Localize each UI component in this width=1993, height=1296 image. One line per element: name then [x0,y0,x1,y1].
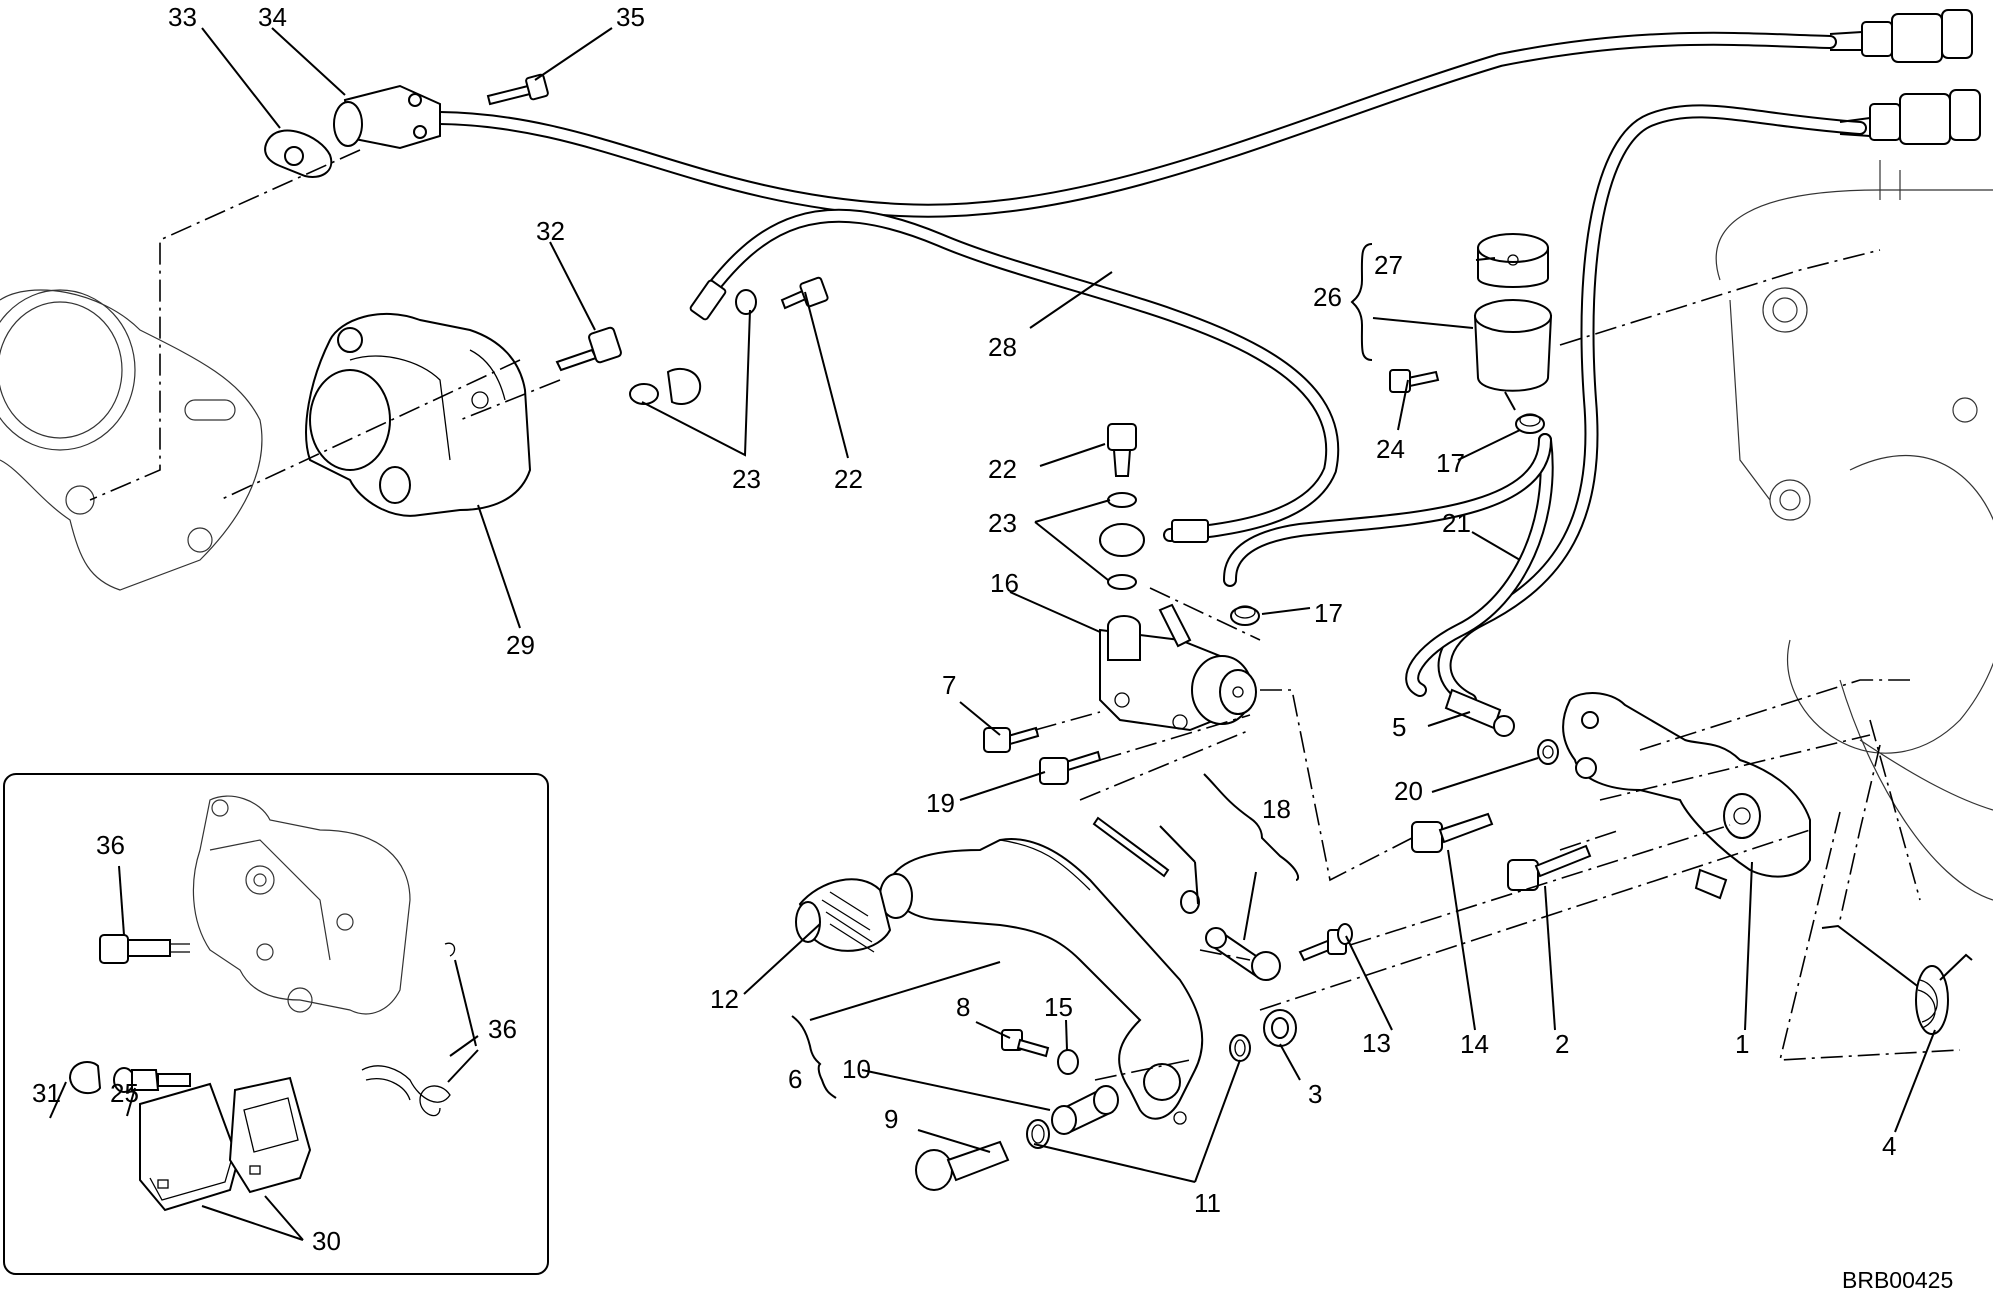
callout-22-master: 22 [988,454,1017,484]
assembly-lines [89,149,1961,1081]
part-14-bolt [1411,812,1494,853]
reservoir-hose-21 [1223,433,1554,697]
inset-panel [3,773,549,1275]
part-20-washer [1537,739,1559,765]
part-26-reservoir [1473,299,1553,411]
part-1-pedal-bracket [1562,692,1811,900]
callout-11: 11 [1194,1188,1221,1218]
callout-30: 30 [312,1226,341,1256]
part-11-seal-rings [1026,1034,1251,1149]
callout-36-pin: 36 [96,830,125,860]
callout-36-clip: 36 [488,1014,517,1044]
part-6-brake-pedal [879,838,1204,1125]
callout-10: 10 [842,1054,871,1084]
sensor-cable [433,9,1973,218]
callout-35: 35 [616,2,645,32]
callout-16: 16 [990,568,1019,598]
part-4-return-spring [1821,924,1973,1035]
part-34-speed-sensor [333,84,441,150]
callout-25: 25 [110,1078,139,1108]
part-15-nut [1057,1049,1079,1075]
callout-23-caliper: 23 [732,464,761,494]
callout-23-master: 23 [988,508,1017,538]
inset-caliper-outline [192,795,411,1015]
part-27-reservoir-cap [1477,233,1549,288]
callout-27: 27 [1374,250,1403,280]
callout-26: 26 [1313,282,1342,312]
engine-case-outline [1715,160,1993,901]
callout-13: 13 [1362,1028,1391,1058]
callout-12: 12 [710,984,739,1014]
callout-28: 28 [988,332,1017,362]
part-10-bushing [1051,1085,1119,1135]
inset-part-31-bleed-cap [68,1061,102,1095]
part-5-hose-fitting [1444,688,1515,737]
callout-19: 19 [926,788,955,818]
callout-22-caliper: 22 [834,464,863,494]
part-29-brake-caliper [305,312,532,517]
callout-33: 33 [168,2,197,32]
callout-21: 21 [1442,508,1471,538]
inset-part-36-clip [361,942,456,1117]
callout-3: 3 [1308,1079,1322,1109]
callout-6: 6 [788,1064,802,1094]
caliper-bracket [0,289,263,591]
callout-1: 1 [1735,1029,1749,1059]
part-17-hose-clamp-lower [1230,605,1260,626]
callout-34: 34 [258,2,287,32]
brake-hose-28 [689,208,1340,543]
part-12-pedal-rubber [795,878,892,953]
diagram-code: BRB00425 [1842,1267,1953,1293]
part-22-banjo-bolt [1107,423,1137,477]
callout-17-upper: 17 [1436,448,1465,478]
callout-7: 7 [942,670,956,700]
callout-29: 29 [506,630,535,660]
part-16-master-cylinder [1099,603,1257,732]
leader-lines [49,27,1936,1241]
callout-18: 18 [1262,794,1291,824]
callout-32: 32 [536,216,565,246]
part-24-screw [1389,369,1440,393]
inset-part-36-pin [99,934,190,964]
part-23-washers [1099,492,1145,590]
braces [791,243,1373,1099]
callout-24: 24 [1376,434,1405,464]
part-32-bolt [555,326,622,372]
part-18-push-rod [1092,816,1281,981]
part-9-pivot-bolt [915,1140,1010,1191]
part-17-hose-clamp-upper [1515,413,1545,434]
callout-8: 8 [956,992,970,1022]
part-3-washer [1263,1009,1297,1047]
inset-part-25-bleed-valve [113,1067,191,1093]
part-7-screw [983,726,1040,753]
part-13-bolt [1298,923,1353,962]
callout-20: 20 [1394,776,1423,806]
callout-labels: 1 2 3 4 5 6 7 8 9 10 11 12 13 14 15 16 1… [32,2,1896,1256]
callout-31: 31 [32,1078,61,1108]
part-8-bolt [1001,1029,1050,1058]
banjo-fitting-caliper [629,276,829,405]
part-2-bolt [1507,844,1592,891]
callout-2: 2 [1555,1029,1569,1059]
callout-9: 9 [884,1104,898,1134]
callout-17-lower: 17 [1314,598,1343,628]
inset-part-30-brake-pads [139,1076,312,1212]
part-33-gasket [264,129,333,178]
callout-5: 5 [1392,712,1406,742]
callout-4: 4 [1882,1131,1896,1161]
callout-15: 15 [1044,992,1073,1022]
part-35-screw [486,73,549,106]
callout-14: 14 [1460,1029,1489,1059]
part-19-screw [1039,750,1102,785]
